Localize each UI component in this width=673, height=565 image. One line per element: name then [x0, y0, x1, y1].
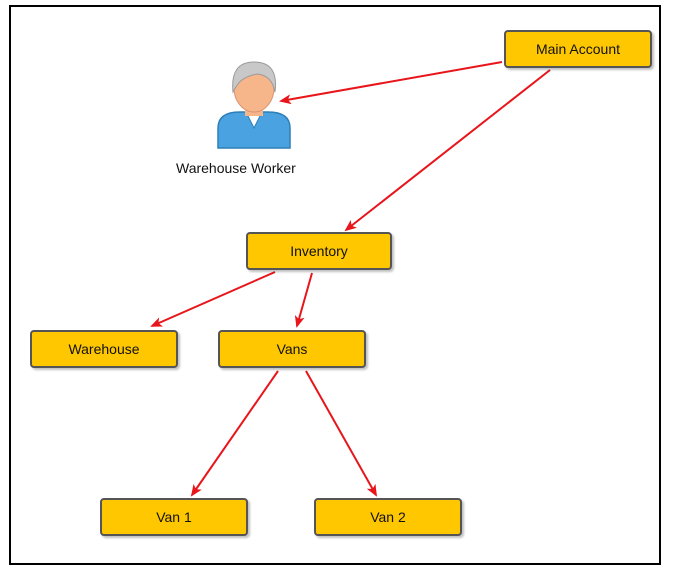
edge-inventory-to-vans — [294, 272, 313, 328]
node-van-1-label: Van 1 — [156, 509, 192, 525]
edge-inventory-to-warehouse — [150, 271, 276, 327]
node-van-2-label: Van 2 — [370, 509, 406, 525]
edge-vans-to-van1 — [190, 370, 279, 497]
node-van-2[interactable]: Van 2 — [314, 498, 462, 536]
node-main-account-label: Main Account — [535, 41, 621, 57]
node-vans[interactable]: Vans — [218, 330, 366, 368]
node-warehouse-worker-label: Warehouse Worker — [176, 160, 296, 176]
node-vans-label: Vans — [276, 341, 308, 357]
user-icon — [217, 61, 291, 149]
node-inventory[interactable]: Inventory — [246, 232, 392, 270]
edge-vans-to-van2 — [305, 370, 377, 497]
node-warehouse[interactable]: Warehouse — [30, 330, 178, 368]
node-inventory-label: Inventory — [290, 243, 348, 259]
node-main-account[interactable]: Main Account — [504, 30, 652, 68]
node-van-1[interactable]: Van 1 — [100, 498, 248, 536]
edge-main-to-inventory — [344, 69, 551, 232]
diagram-canvas — [150, 61, 551, 497]
edge-main-to-worker — [279, 61, 503, 105]
node-warehouse-label: Warehouse — [68, 341, 140, 357]
